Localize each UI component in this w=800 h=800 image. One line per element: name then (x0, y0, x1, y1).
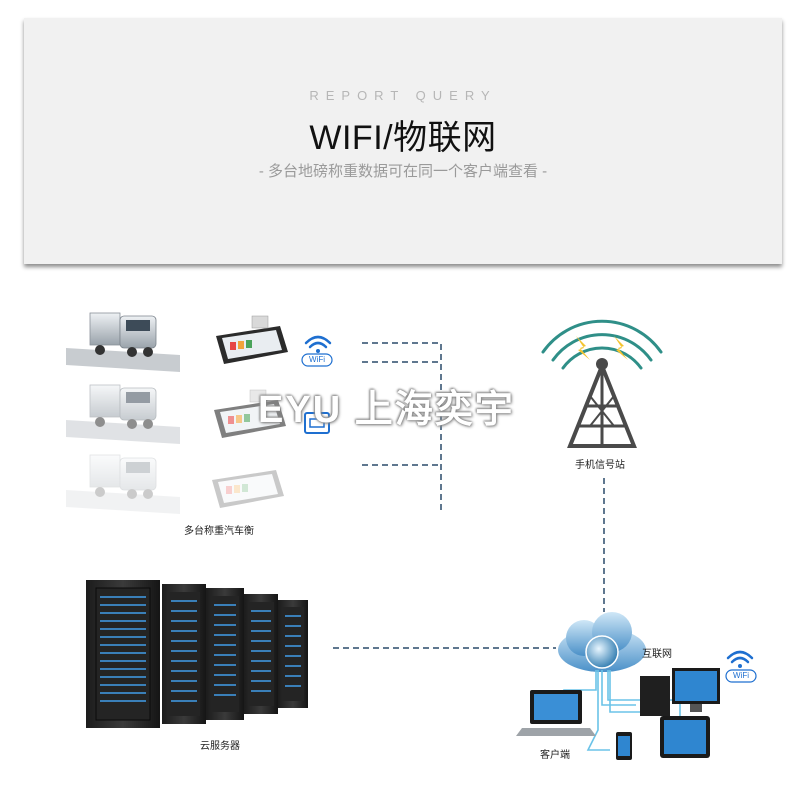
banner-title: WIFI/物联网 (309, 119, 497, 157)
weighing-terminal-icon (214, 389, 286, 438)
cell-tower-icon (541, 319, 663, 448)
server-rack-icon (162, 584, 206, 724)
cloud-icon (558, 612, 646, 672)
truck-icon (66, 312, 180, 372)
ethernet-port-icon (304, 412, 330, 434)
header-banner: REPORT QUERY WIFI/物联网 - 多台地磅称重数据可在同一个客户端… (24, 18, 782, 264)
wifi-badge-label: WiFi (309, 355, 325, 364)
weighing-terminal-icon (212, 470, 284, 508)
cell-tower-label: 手机信号站 (575, 460, 625, 471)
banner-subtitle: REPORT QUERY (309, 88, 497, 103)
server-rack-icon (244, 594, 278, 714)
wifi-badge (725, 669, 757, 683)
wifi-badge (301, 353, 333, 367)
wifi-badge-label: WiFi (733, 671, 749, 680)
server-rack-icon (278, 600, 308, 708)
cloud-servers-label: 云服务器 (200, 741, 240, 752)
client-label: 客户端 (540, 750, 570, 761)
connection-lines (333, 342, 605, 649)
phone-icon (616, 732, 632, 760)
laptop-icon (516, 690, 596, 736)
banner-description: - 多台地磅称重数据可在同一个客户端查看 - (258, 163, 548, 180)
server-lights (100, 596, 301, 702)
truck-icon (66, 384, 180, 444)
truck-scales-label: 多台称重汽车衡 (184, 526, 254, 537)
truck-icon (66, 454, 180, 514)
wifi-icon (726, 650, 754, 668)
desktop-pc-icon (640, 668, 720, 716)
internet-label: 互联网 (642, 649, 672, 660)
tablet-icon (660, 716, 710, 758)
wifi-icon (304, 335, 332, 353)
weighing-terminal-icon (216, 315, 288, 364)
